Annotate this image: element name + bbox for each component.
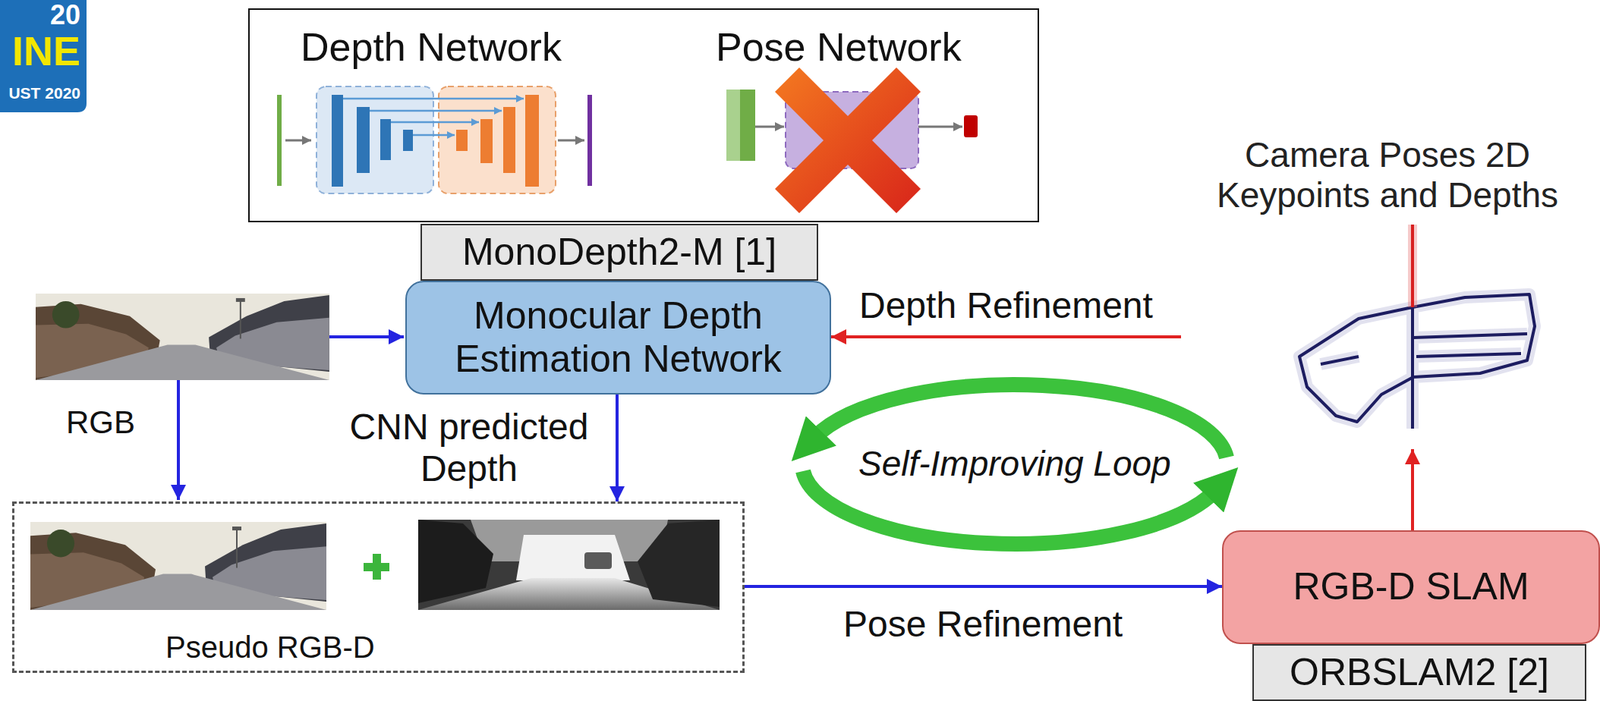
- camera-trajectory: [1407, 224, 1418, 308]
- logo-badge: [0, 0, 87, 113]
- node-text: Pseudo RGB-D: [165, 629, 375, 665]
- flow-arrow: [1411, 449, 1415, 531]
- skip-connection: [412, 134, 455, 137]
- camera-trajectory: [1411, 224, 1415, 308]
- skip-connection: [369, 110, 502, 113]
- process-box: Monocular Depth Estimation Network: [405, 280, 832, 395]
- flow-arrow: [831, 335, 1182, 339]
- skip-connection: [343, 97, 524, 101]
- logo-text: INE: [0, 30, 81, 72]
- encoder-block: [316, 86, 434, 194]
- depth-region: [637, 519, 720, 608]
- dashed-group-box: Pseudo RGB-D: [12, 501, 745, 674]
- decoder-layer: [525, 94, 539, 187]
- pose-input: [726, 89, 741, 161]
- logo-text: UST 2020: [0, 85, 81, 101]
- flow-arrow: [285, 139, 312, 142]
- depth-region: [418, 519, 494, 604]
- encoder-layer: [380, 119, 391, 161]
- encoder-layer: [356, 107, 370, 174]
- edge-label: CNN predicted Depth: [340, 406, 599, 490]
- decoder-layer: [503, 107, 516, 174]
- pose-output: [963, 115, 978, 138]
- decoder-block: [438, 86, 556, 194]
- node-text: Camera Poses 2D Keypoints and Depths: [1190, 135, 1585, 216]
- rgb-image: [30, 522, 327, 611]
- node-text: RGB-D SLAM: [1292, 565, 1529, 610]
- skip-connection: [390, 121, 479, 124]
- node-text: Pose Network: [715, 25, 962, 71]
- input-layer: [277, 94, 282, 186]
- decoder-layer: [456, 129, 468, 152]
- flow-arrow: [557, 139, 585, 142]
- process-box: RGB-D SLAM: [1222, 530, 1600, 645]
- input-arrow: [329, 335, 404, 339]
- flow-arrow: [744, 585, 1223, 589]
- removed-cross: [774, 67, 921, 214]
- input-arrow: [176, 380, 180, 501]
- encoder-layer: [403, 129, 413, 152]
- point-cloud: [1299, 294, 1535, 429]
- edge-label: Pose Refinement: [843, 603, 1123, 646]
- rgb-image: [35, 293, 330, 381]
- network-panel: Depth Network Pose Network: [248, 8, 1040, 223]
- depth-region: [584, 552, 612, 570]
- reference-tag: MonoDepth2-M [1]: [420, 223, 819, 281]
- output-layer: [587, 94, 593, 186]
- node-text: ORBSLAM2 [2]: [1289, 651, 1550, 696]
- arrow-label: RGB: [66, 404, 136, 441]
- logo-text: 20: [0, 1, 81, 29]
- plus-sign: [372, 554, 382, 580]
- node-text: Monocular Depth Estimation Network: [415, 294, 821, 382]
- flow-arrow: [755, 125, 785, 129]
- depth-image: [418, 519, 720, 611]
- node-text: Depth Network: [300, 25, 562, 71]
- point-cloud: [1299, 294, 1535, 429]
- point-cloud-output: Camera Poses 2D Keypoints and Depths: [1181, 135, 1594, 450]
- edge-label: Depth Refinement: [859, 284, 1153, 327]
- decoder-layer: [480, 119, 493, 164]
- reference-tag: ORBSLAM2 [2]: [1252, 644, 1587, 701]
- node-text: MonoDepth2-M [1]: [462, 230, 777, 275]
- depth-region: [516, 535, 630, 581]
- removed-cross: [774, 67, 921, 214]
- pose-input: [740, 89, 756, 161]
- flow-arrow: [615, 394, 619, 502]
- flow-arrow: [918, 125, 963, 129]
- loop-label: Self-Improving Loop: [858, 444, 1172, 485]
- encoder-layer: [331, 94, 344, 187]
